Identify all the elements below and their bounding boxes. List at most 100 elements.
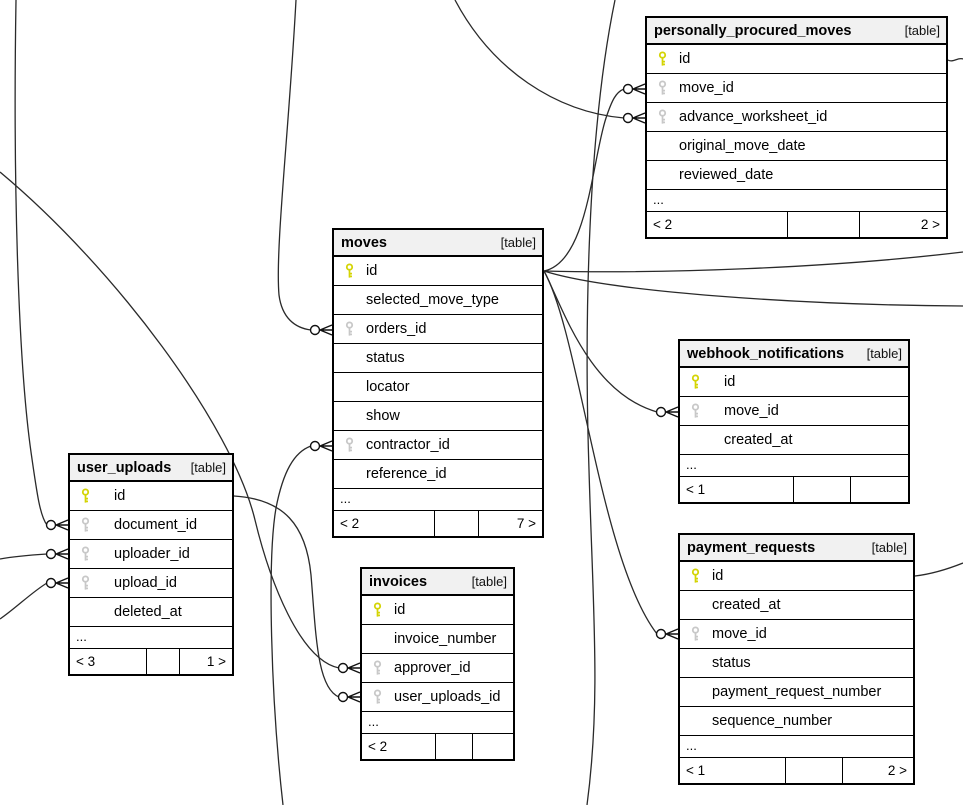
table-row[interactable]: locator: [334, 373, 542, 402]
table-row[interactable]: invoice_number: [362, 625, 513, 654]
table-moves[interactable]: moves [table] id selected_move_type orde…: [332, 228, 544, 538]
table-personally-procured-moves[interactable]: personally_procured_moves [table] id mov…: [645, 16, 948, 239]
table-row[interactable]: advance_worksheet_id: [647, 103, 946, 132]
crowfoot-useruploads-upload-id: [45, 577, 69, 589]
column-name: created_at: [712, 597, 781, 613]
footer-relations-middle[interactable]: [787, 212, 860, 237]
column-name: sequence_number: [712, 713, 833, 729]
primary-key-icon: [687, 374, 703, 390]
footer-relations-right[interactable]: 7 >: [516, 516, 536, 531]
table-row[interactable]: approver_id: [362, 654, 513, 683]
table-footer: < 2: [362, 734, 513, 759]
table-row[interactable]: user_uploads_id: [362, 683, 513, 712]
column-name: original_move_date: [679, 138, 806, 154]
more-columns-indicator[interactable]: ...: [680, 736, 913, 758]
table-title: moves: [341, 234, 387, 251]
table-row[interactable]: orders_id: [334, 315, 542, 344]
table-user-uploads[interactable]: user_uploads [table] id document_id uplo…: [68, 453, 234, 676]
table-row[interactable]: status: [680, 649, 913, 678]
table-header[interactable]: invoices [table]: [362, 569, 513, 596]
column-name: uploader_id: [114, 546, 190, 562]
more-columns-indicator[interactable]: ...: [647, 190, 946, 212]
table-row[interactable]: move_id: [680, 620, 913, 649]
footer-relations-left[interactable]: < 2: [340, 516, 360, 531]
footer-relations-left[interactable]: < 1: [686, 763, 706, 778]
foreign-key-icon: [77, 546, 93, 562]
table-row[interactable]: contractor_id: [334, 431, 542, 460]
table-header[interactable]: user_uploads [table]: [70, 455, 232, 482]
footer-relations-middle[interactable]: [793, 477, 851, 502]
footer-relations-right[interactable]: 1 >: [206, 654, 226, 669]
edge-pass-through-vertical: [586, 0, 616, 805]
more-columns-indicator[interactable]: ...: [70, 627, 232, 649]
table-row[interactable]: show: [334, 402, 542, 431]
table-header[interactable]: payment_requests [table]: [680, 535, 913, 562]
table-row[interactable]: sequence_number: [680, 707, 913, 736]
column-name: show: [366, 408, 400, 424]
column-name: approver_id: [394, 660, 471, 676]
table-type-label: [table]: [866, 346, 902, 361]
footer-relations-middle[interactable]: [434, 511, 479, 536]
table-row[interactable]: document_id: [70, 511, 232, 540]
footer-relations-middle[interactable]: [435, 734, 473, 759]
crowfoot-invoices-approver-id: [337, 662, 361, 674]
footer-relations-left[interactable]: < 2: [368, 739, 388, 754]
table-header[interactable]: personally_procured_moves [table]: [647, 18, 946, 45]
footer-relations-left[interactable]: < 2: [653, 217, 673, 232]
table-row[interactable]: id: [362, 596, 513, 625]
table-row[interactable]: payment_request_number: [680, 678, 913, 707]
footer-relations-left[interactable]: < 3: [76, 654, 96, 669]
table-row[interactable]: original_move_date: [647, 132, 946, 161]
table-row[interactable]: id: [334, 257, 542, 286]
table-title: user_uploads: [77, 459, 172, 476]
table-row[interactable]: id: [680, 368, 908, 397]
footer-relations-right[interactable]: [851, 477, 908, 502]
edge-left-to-invoices-approver-id: [0, 171, 340, 669]
footer-relations-middle[interactable]: [146, 649, 180, 674]
column-name: contractor_id: [366, 437, 450, 453]
footer-relations-right[interactable]: [473, 734, 513, 759]
table-row[interactable]: created_at: [680, 591, 913, 620]
footer-relations-middle[interactable]: [785, 758, 843, 783]
table-row[interactable]: move_id: [647, 74, 946, 103]
footer-relations-right[interactable]: 2 >: [920, 217, 940, 232]
table-header[interactable]: webhook_notifications [table]: [680, 341, 908, 368]
crowfoot-invoices-user-uploads-id: [337, 691, 361, 703]
table-row[interactable]: id: [647, 45, 946, 74]
foreign-key-icon: [77, 575, 93, 591]
table-footer: < 1: [680, 477, 908, 502]
more-columns-indicator[interactable]: ...: [334, 489, 542, 511]
table-row[interactable]: uploader_id: [70, 540, 232, 569]
table-header[interactable]: moves [table]: [334, 230, 542, 257]
table-row[interactable]: created_at: [680, 426, 908, 455]
table-row[interactable]: move_id: [680, 397, 908, 426]
foreign-key-icon: [687, 626, 703, 642]
table-webhook-notifications[interactable]: webhook_notifications [table] id move_id…: [678, 339, 910, 504]
foreign-key-icon: [687, 403, 703, 419]
foreign-key-icon: [341, 321, 357, 337]
key-spacer: [341, 350, 357, 366]
more-columns-indicator[interactable]: ...: [680, 455, 908, 477]
footer-relations-right[interactable]: 2 >: [887, 763, 907, 778]
key-spacer: [687, 655, 703, 671]
table-payment-requests[interactable]: payment_requests [table] id created_at m…: [678, 533, 915, 785]
table-row[interactable]: selected_move_type: [334, 286, 542, 315]
foreign-key-icon: [369, 660, 385, 676]
column-name: document_id: [114, 517, 198, 533]
table-invoices[interactable]: invoices [table] id invoice_number appro…: [360, 567, 515, 761]
table-row[interactable]: reference_id: [334, 460, 542, 489]
foreign-key-icon: [654, 109, 670, 125]
column-name: id: [724, 374, 736, 390]
key-spacer: [341, 292, 357, 308]
column-name: reference_id: [366, 466, 447, 482]
table-row[interactable]: upload_id: [70, 569, 232, 598]
table-row[interactable]: deleted_at: [70, 598, 232, 627]
more-columns-indicator[interactable]: ...: [362, 712, 513, 734]
table-row[interactable]: id: [70, 482, 232, 511]
table-row[interactable]: status: [334, 344, 542, 373]
table-row[interactable]: reviewed_date: [647, 161, 946, 190]
edge-left-to-useruploads-upload-id: [0, 582, 48, 620]
column-name: deleted_at: [114, 604, 182, 620]
table-row[interactable]: id: [680, 562, 913, 591]
footer-relations-left[interactable]: < 1: [686, 482, 706, 497]
